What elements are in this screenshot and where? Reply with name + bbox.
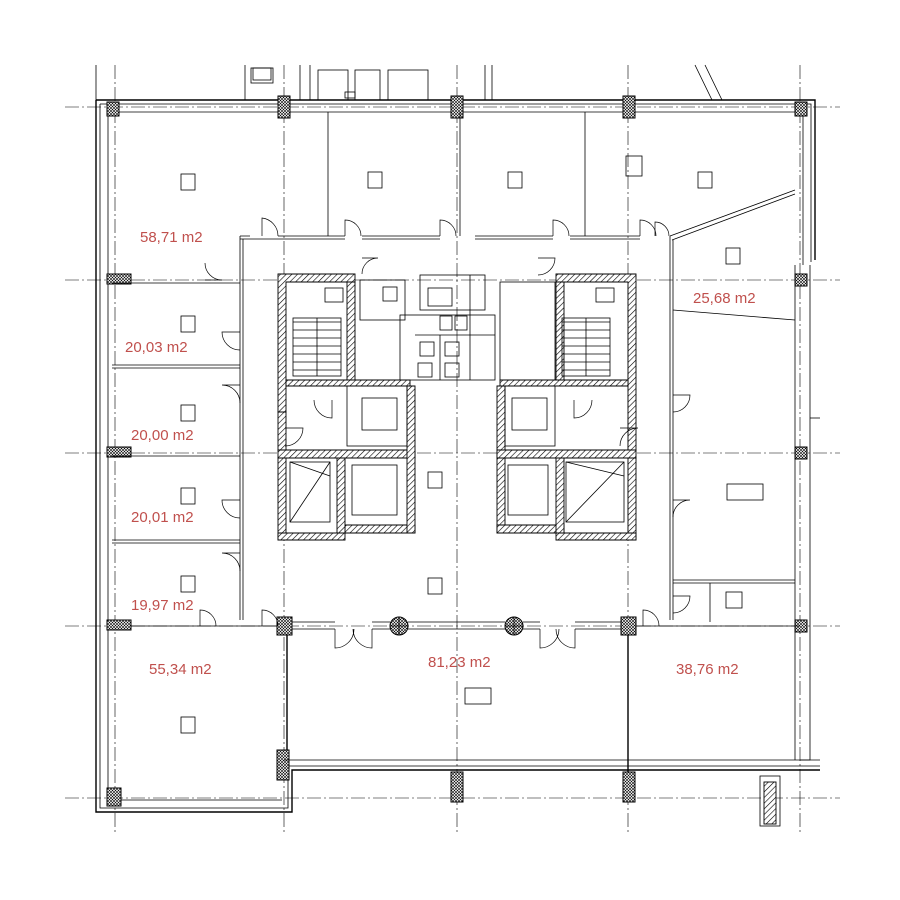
area-labels: 58,71 m2 25,68 m2 20,03 m2 20,00 m2 20,0… (125, 229, 756, 678)
area-label-room-nw: 58,71 m2 (140, 229, 203, 246)
area-label-room-w2: 20,00 m2 (131, 427, 194, 444)
area-label-room-se: 38,76 m2 (676, 661, 739, 678)
room-tags (180, 67, 764, 734)
east-partitions (636, 309, 820, 627)
area-label-room-sw: 55,34 m2 (149, 661, 212, 678)
doors (199, 217, 691, 649)
south-partitions (284, 621, 820, 772)
core-block (277, 273, 637, 541)
area-label-room-w4: 19,97 m2 (131, 597, 194, 614)
stair-west (293, 318, 341, 376)
top-partitions (239, 112, 796, 620)
area-label-room-ne-small: 25,68 m2 (693, 290, 756, 307)
toilets (359, 274, 556, 381)
area-label-room-s-center: 81,23 m2 (428, 654, 491, 671)
outer-walls (95, 99, 820, 827)
area-label-room-w1: 20,03 m2 (125, 339, 188, 356)
west-partitions (112, 282, 277, 627)
area-label-room-w3: 20,01 m2 (131, 509, 194, 526)
stair-east (562, 318, 610, 376)
